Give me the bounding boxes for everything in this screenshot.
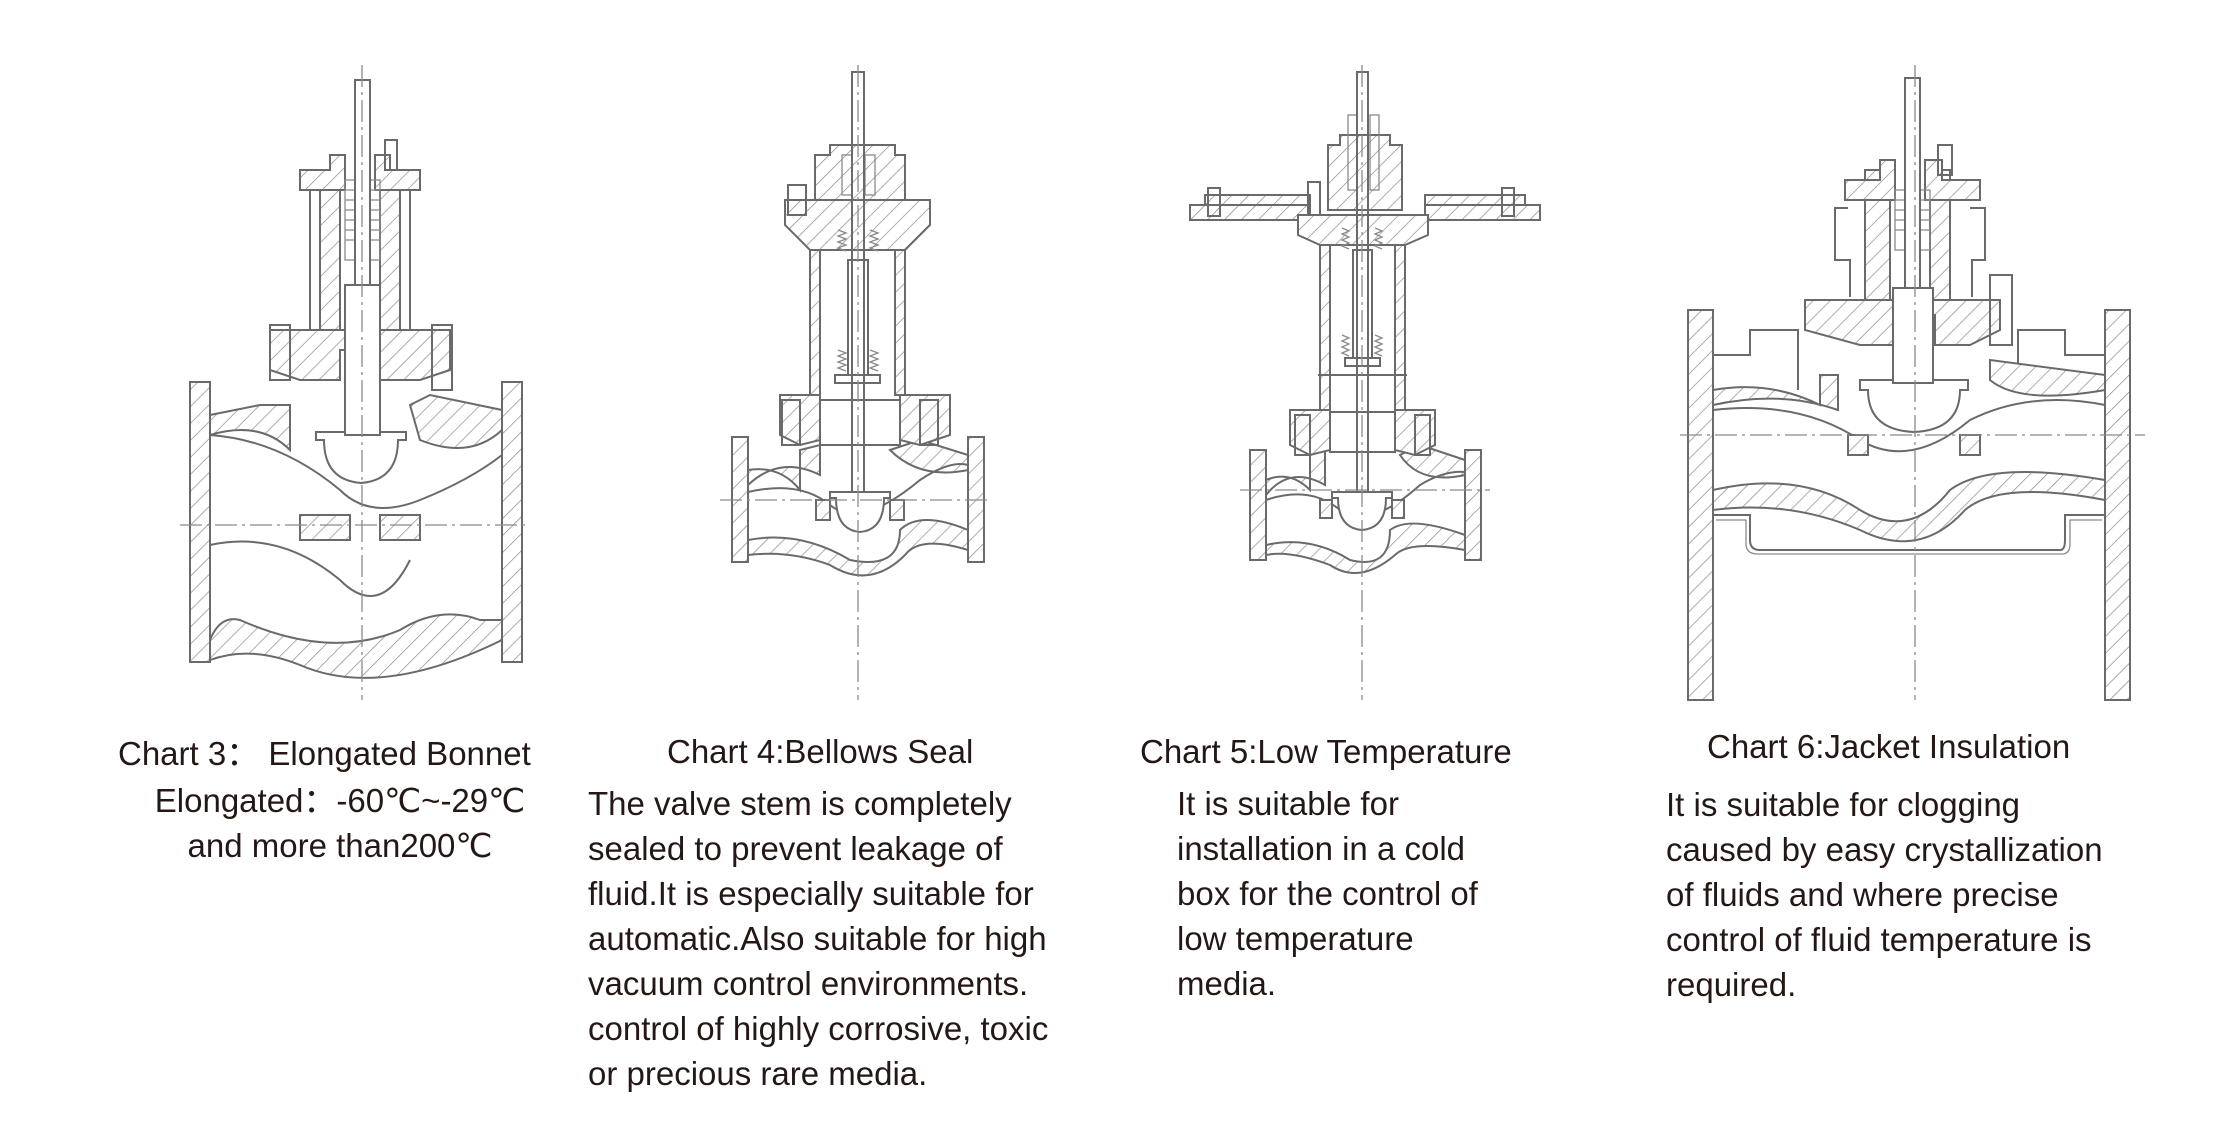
chart-5-description-line-2: installation in a cold [1177, 830, 1466, 867]
chart-4-description-line-6: control of highly corrosive, toxic [588, 1010, 1049, 1047]
chart-5-description-line-3: box for the control of [1177, 875, 1478, 912]
bellows-seal-drawing [720, 60, 1020, 710]
chart-4-description-line-4: automatic.Also suitable for high [588, 920, 1047, 957]
chart-5-title: Chart 5:Low Temperature [1140, 733, 1512, 770]
chart-5-description-line-4: low temperature [1177, 920, 1414, 957]
chart-5-description-line-1: It is suitable for [1177, 785, 1399, 822]
chart-3-description-line-2: and more than200℃ [187, 827, 493, 864]
chart-4-description-line-5: vacuum control environments. [588, 965, 1029, 1002]
chart-3-description-line-1: Elongated：-60℃~-29℃ [154, 782, 526, 819]
jacket-insulation-drawing [1680, 60, 2160, 710]
chart-6-description-line-2: caused by easy crystallization [1666, 831, 2103, 868]
chart-4-description-line-2: sealed to prevent leakage of [588, 830, 1003, 867]
chart-4-description-line-3: fluid.It is especially suitable for [588, 875, 1034, 912]
chart-6-description-line-1: It is suitable for clogging [1666, 786, 2021, 823]
chart-6-description-line-3: of fluids and where precise [1666, 876, 2059, 913]
low-temperature-drawing [1180, 60, 1560, 710]
chart-4-description-line-1: The valve stem is completely [588, 785, 1012, 822]
chart-5-description-line-5: media. [1177, 965, 1277, 1002]
chart-4-description-line-7: or precious rare media. [588, 1055, 928, 1092]
chart-3-title: Chart 3： Elongated Bonnet [118, 735, 531, 772]
chart-6-description-line-4: control of fluid temperature is [1666, 921, 2092, 958]
chart-6-title: Chart 6:Jacket Insulation [1707, 728, 2071, 765]
chart-4-title: Chart 4:Bellows Seal [667, 733, 974, 770]
chart-6-description-line-5: required. [1666, 966, 1797, 1003]
elongated-bonnet-drawing [180, 60, 560, 710]
